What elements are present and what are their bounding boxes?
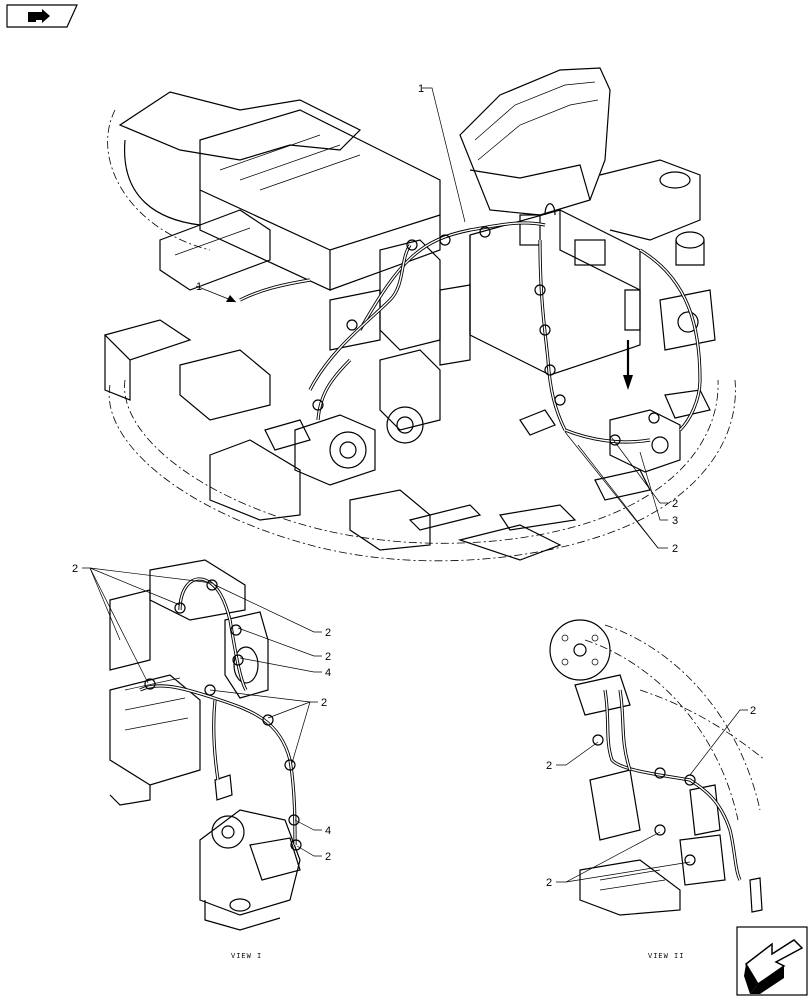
- view-2-callout-2-top: 2: [750, 705, 756, 717]
- main-callout-leaders: [195, 87, 668, 549]
- next-page-button[interactable]: [736, 926, 808, 996]
- view-1-callout-2-d: 2: [325, 851, 331, 863]
- callout-2-a: 2: [672, 498, 678, 510]
- callout-3: 3: [672, 515, 678, 527]
- callout-1-main: 1: [418, 83, 424, 95]
- callout-2-b: 2: [672, 543, 678, 555]
- view-1-callout-4-b: 4: [325, 825, 331, 837]
- main-assembly-illustration: [103, 67, 736, 562]
- view-2-callout-2-bottom: 2: [546, 877, 552, 889]
- view-1-callout-2-b: 2: [325, 651, 331, 663]
- view-1-callout-4-a: 4: [325, 667, 331, 679]
- view-1-callout-2-a: 2: [325, 627, 331, 639]
- previous-page-icon: [6, 4, 78, 28]
- view-1-illustration: [109, 559, 302, 931]
- view-1-callout-leaders: [82, 567, 322, 857]
- previous-page-button[interactable]: [6, 4, 78, 28]
- callout-1-left: 1: [196, 281, 202, 293]
- view-1-label: VIEW I: [231, 953, 262, 961]
- next-page-icon: [736, 926, 808, 996]
- view-2-callout-2-left: 2: [546, 760, 552, 772]
- view-2-label: VIEW II: [648, 953, 684, 961]
- view-1-callout-2-c: 2: [321, 697, 327, 709]
- view-2-illustration: [549, 619, 766, 916]
- view-2-callout-leaders: [556, 709, 748, 883]
- view-1-callout-2-top: 2: [72, 563, 78, 575]
